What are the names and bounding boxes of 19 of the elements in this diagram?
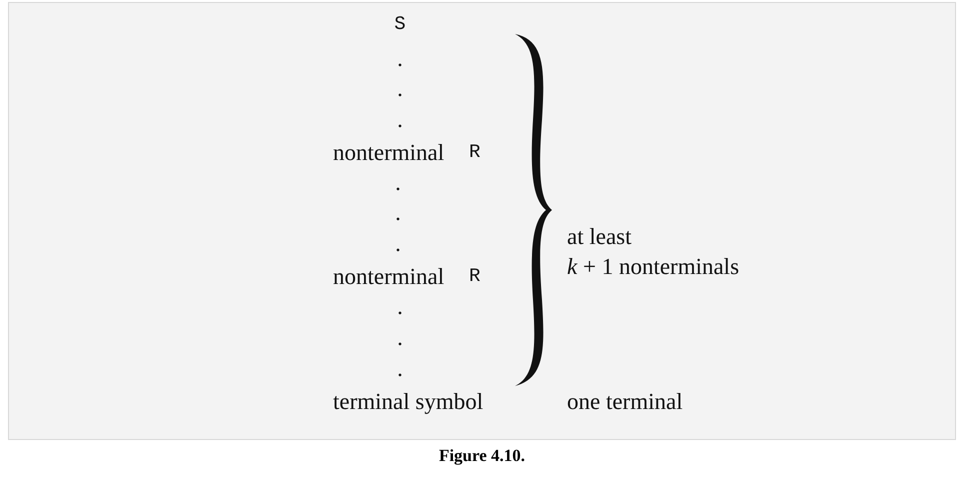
text-label: nonterminal (333, 263, 444, 291)
text-label: k + 1 nonterminals (567, 253, 740, 281)
symbol-label: S (394, 12, 406, 37)
text-label: nonterminal (333, 139, 444, 167)
ellipsis-dot: . (397, 293, 403, 321)
ellipsis-dot: . (397, 355, 403, 383)
symbol-label: R (469, 140, 480, 165)
ellipsis-dot: . (395, 230, 401, 258)
figure-caption: Figure 4.10. (438, 446, 526, 466)
text-label: terminal symbol (333, 388, 484, 416)
ellipsis-dot: . (397, 45, 403, 73)
ellipsis-dot: . (395, 199, 401, 227)
ellipsis-dot: . (395, 169, 401, 197)
ellipsis-dot: . (397, 75, 403, 103)
symbol-label: R (469, 264, 480, 289)
ellipsis-dot: . (397, 106, 403, 134)
text-label: at least (567, 223, 632, 251)
text-label: one terminal (567, 388, 683, 416)
ellipsis-dot: . (397, 324, 403, 352)
